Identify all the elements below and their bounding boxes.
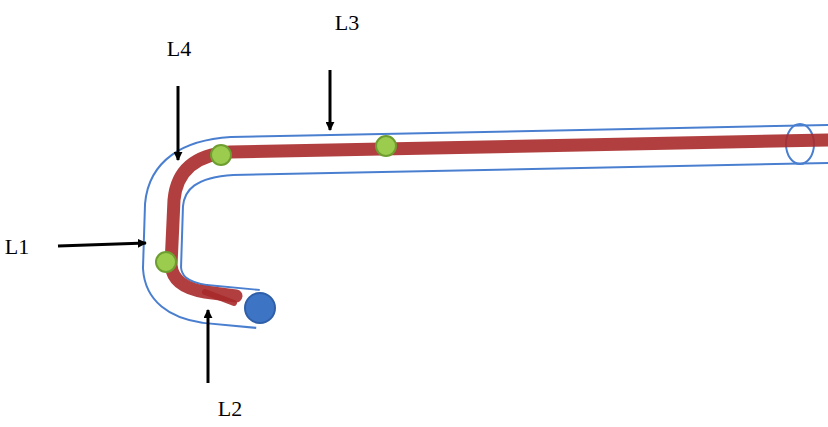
tube-inner (162, 144, 828, 309)
callout-label: L1 (5, 236, 29, 258)
callout-label: L3 (335, 12, 359, 34)
tube-outline (162, 144, 828, 309)
marker-dot (376, 136, 396, 156)
tip-ball (245, 293, 275, 323)
marker-dot (156, 252, 176, 272)
wire (171, 140, 828, 296)
leader-arrow (177, 86, 180, 160)
wire-fork (205, 292, 234, 303)
callout-label: L2 (218, 398, 242, 420)
leader-arrow (329, 70, 332, 130)
leader-arrow (58, 243, 146, 246)
leader-arrow (207, 310, 210, 383)
callout-label: L4 (167, 38, 191, 60)
marker-dot (211, 145, 231, 165)
